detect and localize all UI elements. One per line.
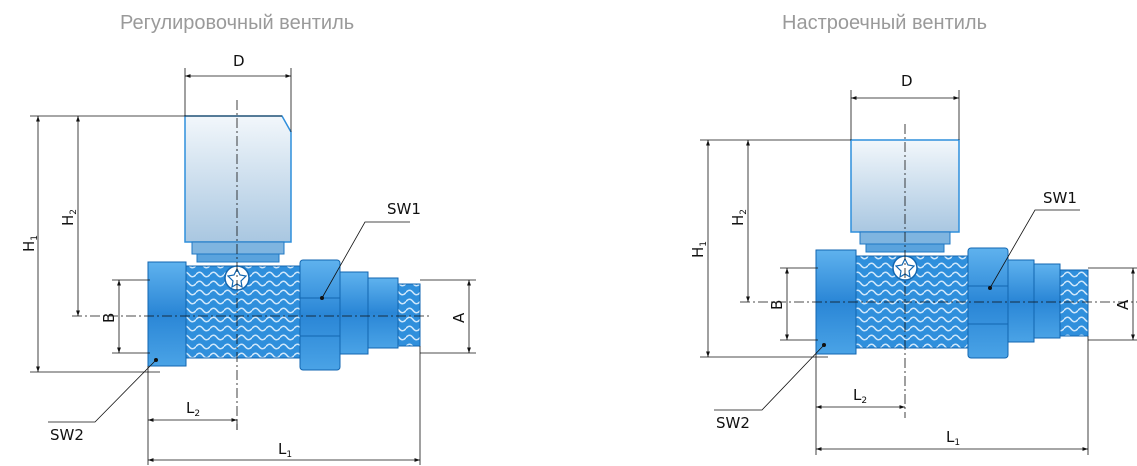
right-valve-body <box>815 247 1089 359</box>
right-h1-label: H1 <box>689 241 709 258</box>
right-valve-title: Настроечный вентиль <box>782 12 987 34</box>
left-sw2-label: SW2 <box>50 426 84 444</box>
left-valve-title: Регулировочный вентиль <box>120 12 355 34</box>
left-h2-label: H2 <box>59 209 79 226</box>
right-sw1-label: SW1 <box>1043 189 1077 207</box>
right-l2-label: L2 <box>853 386 867 406</box>
left-valve-cap <box>184 115 292 263</box>
right-d-label: D <box>901 72 913 90</box>
right-a-label: A <box>1114 299 1132 310</box>
right-h2-label: H2 <box>729 209 749 226</box>
left-h1-label: H1 <box>20 235 40 252</box>
left-valve-drawing <box>30 68 476 465</box>
left-b-label: B <box>100 313 118 323</box>
right-b-label: B <box>768 300 786 310</box>
left-sw1-label: SW1 <box>387 200 421 218</box>
right-sw2-label: SW2 <box>716 414 750 432</box>
left-l1-label: L1 <box>278 440 292 460</box>
left-a-label: A <box>450 312 468 323</box>
right-l1-label: L1 <box>946 428 960 448</box>
left-d-label: D <box>233 52 245 70</box>
left-valve-body <box>147 259 421 371</box>
left-l2-label: L2 <box>186 399 200 419</box>
right-valve-drawing <box>700 90 1137 455</box>
